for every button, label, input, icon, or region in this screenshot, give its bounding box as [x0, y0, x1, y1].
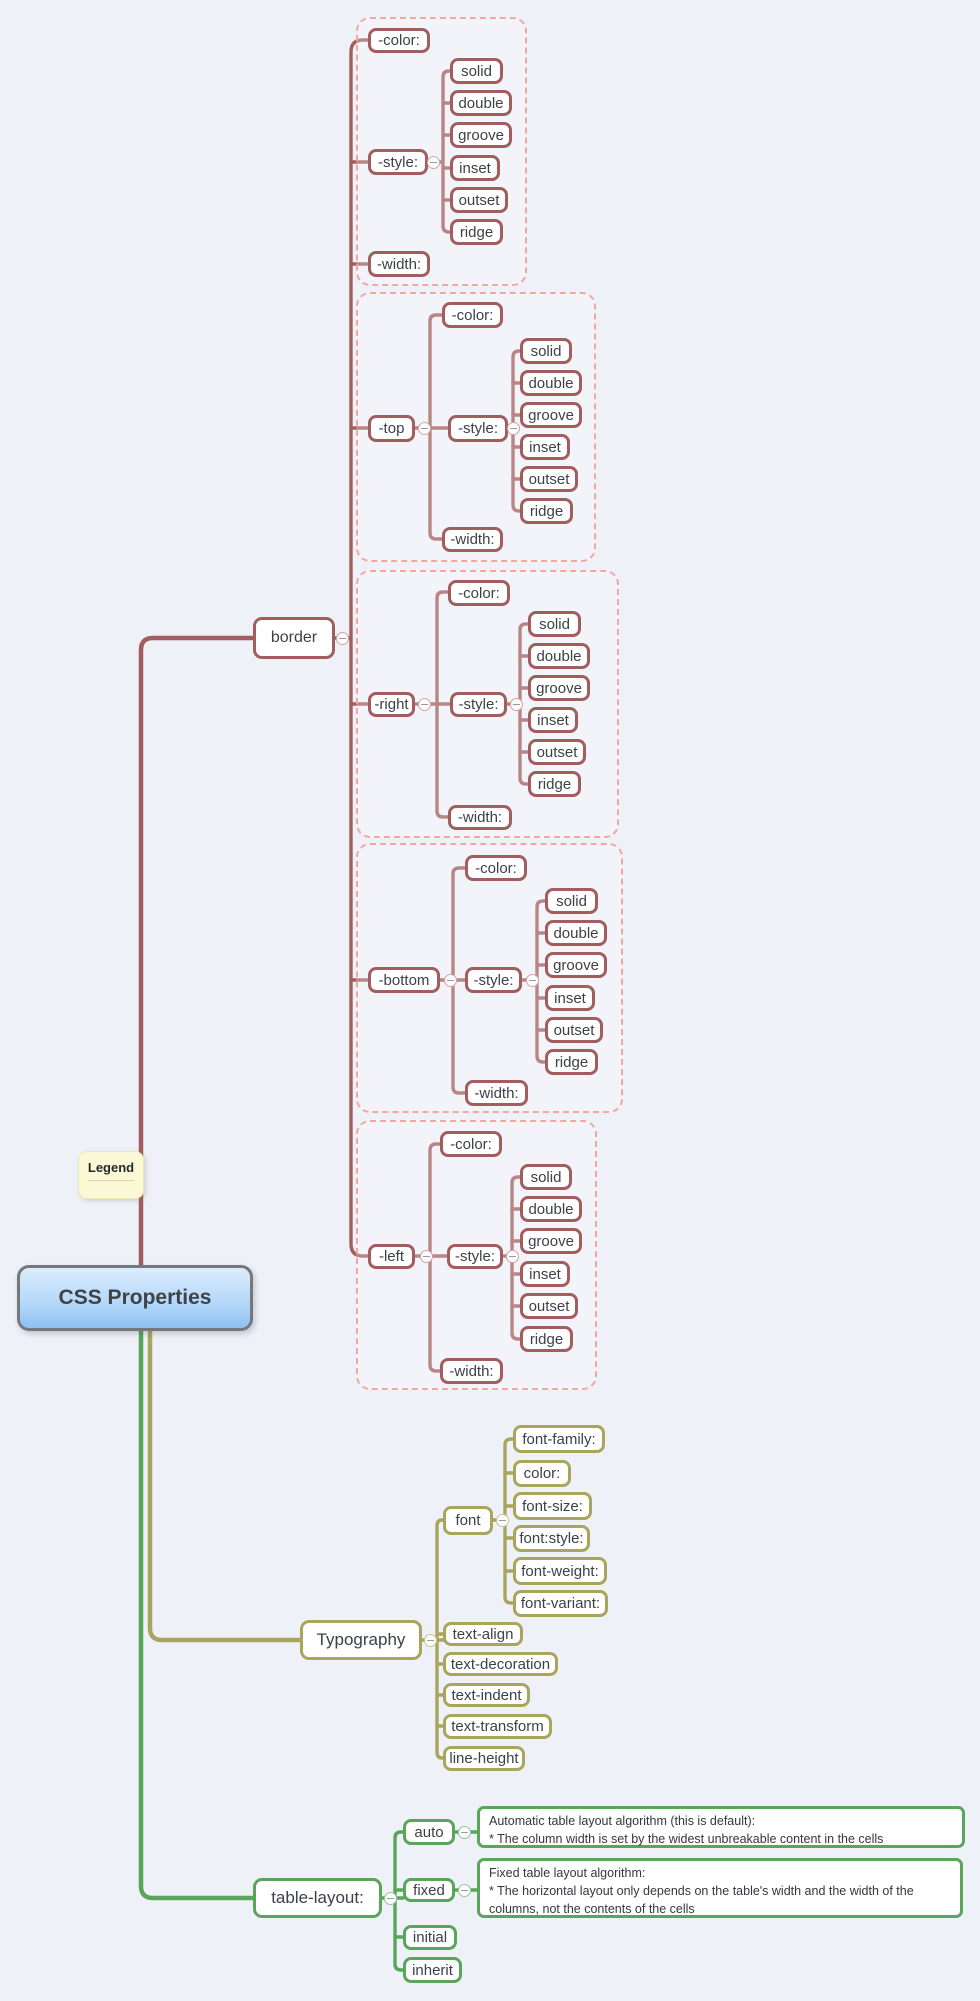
node-border[interactable]: border — [253, 617, 335, 659]
node-border-right-width[interactable]: -width: — [448, 805, 512, 830]
node-text-decoration[interactable]: text-decoration — [443, 1652, 558, 1676]
node-style-inset[interactable]: inset — [545, 985, 595, 1011]
node-style-solid[interactable]: solid — [528, 611, 581, 637]
node-border-bottom-style[interactable]: -style: — [465, 967, 522, 993]
node-style-inset[interactable]: inset — [450, 155, 500, 181]
node-style-groove[interactable]: groove — [520, 402, 582, 428]
node-border-top-style[interactable]: -style: — [448, 415, 508, 442]
node-font-variant[interactable]: font-variant: — [513, 1590, 608, 1617]
root-label: CSS Properties — [58, 1286, 212, 1309]
node-font-style[interactable]: font:style: — [513, 1525, 590, 1552]
note-auto-line1: Automatic table layout algorithm (this i… — [489, 1814, 756, 1828]
note-auto-line2: * The column width is set by the widest … — [489, 1831, 884, 1846]
node-style-ridge[interactable]: ridge — [545, 1049, 598, 1075]
root-node-css-properties[interactable]: CSS Properties — [17, 1265, 253, 1331]
note-fixed-description[interactable]: Fixed table layout algorithm: * The hori… — [477, 1858, 963, 1918]
node-border-bottom[interactable]: -bottom — [368, 967, 440, 993]
note-fixed-line2: * The horizontal layout only depends on … — [489, 1883, 914, 1916]
node-style-outset[interactable]: outset — [450, 187, 508, 213]
node-style-groove[interactable]: groove — [520, 1228, 582, 1254]
node-style-outset[interactable]: outset — [520, 1293, 578, 1319]
collapse-toggle-border-left[interactable] — [420, 1250, 433, 1263]
note-fixed-line1: Fixed table layout algorithm: — [489, 1866, 646, 1880]
node-style-solid[interactable]: solid — [520, 338, 572, 364]
node-style-solid[interactable]: solid — [545, 888, 598, 914]
node-style-double[interactable]: double — [528, 643, 590, 669]
collapse-toggle-border-top-style[interactable] — [507, 422, 520, 435]
node-table-layout-inherit[interactable]: inherit — [403, 1957, 462, 1983]
node-font-family[interactable]: font-family: — [513, 1425, 605, 1453]
connector-border-children — [349, 38, 370, 1258]
legend-note[interactable]: Legend — [78, 1151, 144, 1199]
node-text-transform[interactable]: text-transform — [443, 1714, 552, 1739]
collapse-toggle-border-top[interactable] — [418, 422, 431, 435]
node-table-layout-auto[interactable]: auto — [403, 1819, 455, 1845]
node-border-color[interactable]: -color: — [368, 28, 430, 53]
node-style-outset[interactable]: outset — [528, 739, 586, 765]
collapse-toggle-auto[interactable] — [458, 1826, 471, 1839]
node-border-bottom-color[interactable]: -color: — [465, 855, 527, 881]
collapse-toggle-border-right-style[interactable] — [510, 698, 523, 711]
collapse-toggle-typography[interactable] — [424, 1634, 437, 1647]
node-style-ridge[interactable]: ridge — [450, 219, 503, 245]
node-style-inset[interactable]: inset — [528, 707, 578, 733]
collapse-toggle-border-style[interactable] — [427, 156, 440, 169]
node-border-width[interactable]: -width: — [368, 251, 430, 277]
collapse-toggle-fixed[interactable] — [458, 1884, 471, 1897]
node-border-bottom-width[interactable]: -width: — [465, 1080, 528, 1106]
collapse-toggle-border-bottom-style[interactable] — [526, 974, 539, 987]
node-table-layout-fixed[interactable]: fixed — [403, 1878, 455, 1902]
node-style-solid[interactable]: solid — [520, 1164, 572, 1190]
node-border-top-color[interactable]: -color: — [442, 302, 503, 328]
node-style-groove[interactable]: groove — [450, 122, 512, 148]
node-font-size[interactable]: font-size: — [513, 1492, 592, 1520]
node-border-left-width[interactable]: -width: — [440, 1358, 503, 1384]
node-border-top-width[interactable]: -width: — [442, 527, 503, 552]
collapse-toggle-border-bottom[interactable] — [444, 974, 457, 987]
connector-root-border — [138, 635, 256, 1268]
node-border-left-style[interactable]: -style: — [447, 1244, 503, 1269]
node-text-align[interactable]: text-align — [443, 1622, 523, 1646]
node-style-solid[interactable]: solid — [450, 58, 503, 84]
node-font[interactable]: font — [443, 1506, 493, 1535]
node-style-outset[interactable]: outset — [520, 466, 578, 492]
node-border-right[interactable]: -right — [368, 692, 415, 717]
node-style-double[interactable]: double — [450, 90, 512, 116]
legend-label: Legend — [87, 1160, 135, 1175]
node-border-left-color[interactable]: -color: — [440, 1131, 502, 1157]
node-line-height[interactable]: line-height — [443, 1746, 525, 1771]
note-auto-description[interactable]: Automatic table layout algorithm (this i… — [477, 1806, 965, 1848]
node-style-groove[interactable]: groove — [528, 675, 590, 701]
node-style-double[interactable]: double — [520, 370, 582, 396]
node-style-double[interactable]: double — [520, 1196, 582, 1222]
node-border-left[interactable]: -left — [368, 1244, 415, 1269]
node-style-inset[interactable]: inset — [520, 1261, 570, 1287]
collapse-toggle-border[interactable] — [336, 632, 349, 645]
node-style-groove[interactable]: groove — [545, 952, 607, 978]
node-border-right-style[interactable]: -style: — [450, 692, 507, 717]
node-font-weight[interactable]: font-weight: — [513, 1557, 607, 1585]
legend-divider — [88, 1180, 134, 1181]
collapse-toggle-border-left-style[interactable] — [506, 1250, 519, 1263]
node-typography[interactable]: Typography — [300, 1620, 422, 1660]
connector-root-table-layout — [138, 1328, 256, 1901]
node-border-right-color[interactable]: -color: — [448, 580, 510, 606]
node-color[interactable]: color: — [513, 1460, 571, 1487]
node-border-style[interactable]: -style: — [368, 149, 428, 175]
node-style-outset[interactable]: outset — [545, 1017, 603, 1043]
node-table-layout-initial[interactable]: initial — [403, 1925, 457, 1950]
node-text-indent[interactable]: text-indent — [443, 1683, 530, 1707]
collapse-toggle-border-right[interactable] — [418, 698, 431, 711]
node-style-ridge[interactable]: ridge — [520, 1326, 573, 1352]
node-style-ridge[interactable]: ridge — [528, 771, 581, 797]
node-style-inset[interactable]: inset — [520, 434, 570, 460]
collapse-toggle-font[interactable] — [496, 1514, 509, 1527]
connector-root-typography — [147, 1328, 303, 1643]
node-table-layout[interactable]: table-layout: — [253, 1878, 382, 1918]
node-style-double[interactable]: double — [545, 920, 607, 946]
node-border-top[interactable]: -top — [368, 415, 415, 442]
node-style-ridge[interactable]: ridge — [520, 498, 573, 524]
collapse-toggle-table-layout[interactable] — [384, 1892, 397, 1905]
